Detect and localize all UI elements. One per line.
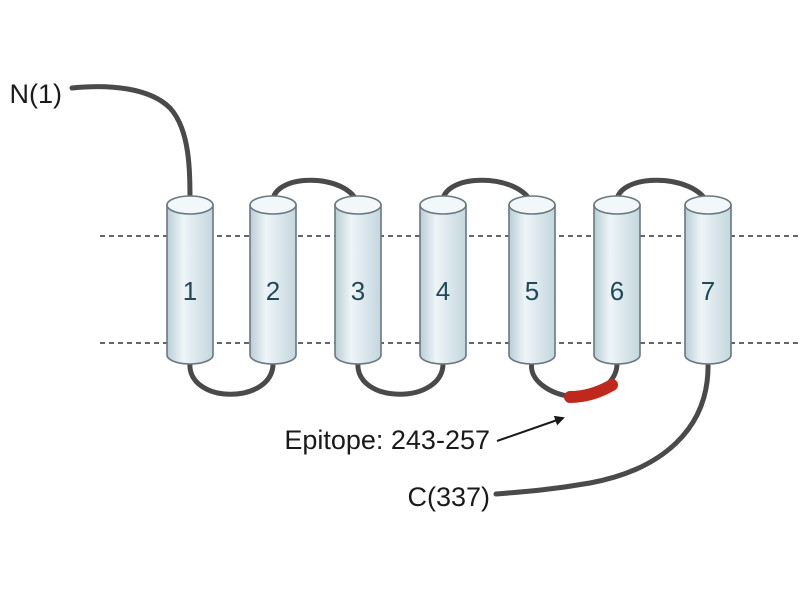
- helix-body: [166, 204, 214, 365]
- helix-7: 7: [684, 195, 732, 365]
- helix-6: 6: [593, 195, 641, 365]
- helix-top-cap: [334, 195, 382, 215]
- c-terminus-label: C(337): [407, 482, 490, 512]
- transmembrane-helices: 1 2 3 4 5 6 7: [166, 195, 732, 365]
- helix-top-cap: [593, 195, 641, 215]
- helix-body: [419, 204, 467, 365]
- n-terminus-label: N(1): [10, 79, 63, 109]
- extracellular-loop-6-7: [614, 177, 711, 208]
- helix-body: [684, 204, 732, 365]
- epitope-label: Epitope: 243-257: [284, 425, 490, 455]
- extracellular-loop-4-5: [440, 177, 535, 208]
- extracellular-loop-2-3: [270, 177, 361, 208]
- helix-top-cap: [419, 195, 467, 215]
- helix-4: 4: [419, 195, 467, 365]
- helix-top-cap: [166, 195, 214, 215]
- helix-number-label: 7: [701, 276, 715, 306]
- epitope-segment: [564, 379, 618, 403]
- helix-number-label: 6: [610, 276, 624, 306]
- helix-top-cap: [684, 195, 732, 215]
- helix-number-label: 3: [351, 276, 365, 306]
- helix-5: 5: [508, 195, 556, 365]
- helix-number-label: 5: [525, 276, 539, 306]
- helix-body: [508, 204, 556, 365]
- helix-number-label: 1: [183, 276, 197, 306]
- helix-top-cap: [249, 195, 297, 215]
- helix-number-label: 4: [436, 276, 450, 306]
- helix-number-label: 2: [266, 276, 280, 306]
- helix-2: 2: [249, 195, 297, 365]
- helix-top-cap: [508, 195, 556, 215]
- epitope-arrow: [496, 415, 565, 442]
- intracellular-loop-1-2: [187, 359, 276, 397]
- n-terminus-tail: [69, 84, 193, 208]
- c-terminus-tail: [493, 359, 711, 497]
- helix-body: [249, 204, 297, 365]
- helix-body: [334, 204, 382, 365]
- helix-body: [593, 204, 641, 365]
- helix-3: 3: [334, 195, 382, 365]
- intracellular-loop-3-4: [355, 359, 446, 397]
- helix-1: 1: [166, 195, 214, 365]
